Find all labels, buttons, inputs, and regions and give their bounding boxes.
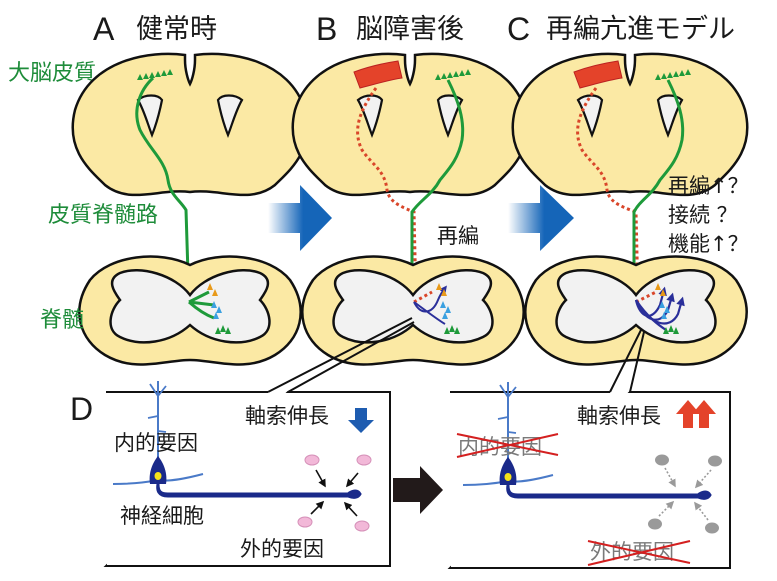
panel-d-left: 軸索伸長 内的要因 神経細胞 外的要因 bbox=[103, 379, 391, 567]
panel-b-letter: B bbox=[316, 11, 337, 47]
damaged-tract-c bbox=[576, 87, 640, 299]
spinal-cord-section-b bbox=[301, 255, 525, 366]
callout-left bbox=[267, 317, 415, 393]
corticospinal-tract-a bbox=[135, 76, 191, 307]
panel-c: C 再編亢進モデル 再編↑？ 接続 ？ 機能↑？ bbox=[507, 11, 749, 366]
panel-b-title: 脳障害後 bbox=[356, 14, 464, 45]
panel-a: A 健常時 大脳皮質 皮質脊髄路 脊髄 bbox=[8, 11, 309, 366]
extrinsic-factors-left bbox=[297, 454, 372, 532]
brain-section-a bbox=[71, 52, 309, 197]
intrinsic-factor-label-left: 内的要因 bbox=[114, 431, 198, 455]
strike-intrinsic-icon bbox=[456, 433, 559, 458]
panel-b: B 脳障害後 再編 bbox=[291, 11, 529, 366]
strike-extrinsic-icon bbox=[587, 540, 691, 566]
transition-arrow-d bbox=[393, 466, 443, 514]
spinal-cord-section-c bbox=[524, 255, 748, 366]
extrinsic-factor-label-left: 外的要因 bbox=[240, 537, 324, 561]
damaged-tract-b bbox=[356, 87, 418, 301]
cortex-label: 大脳皮質 bbox=[8, 61, 96, 86]
neuron-label: 神経細胞 bbox=[120, 504, 204, 528]
panel-c-title: 再編亢進モデル bbox=[546, 14, 735, 45]
sprouting-branch-b bbox=[413, 285, 447, 313]
reorganization-label-b: 再編 bbox=[437, 224, 479, 248]
transition-arrow-bc bbox=[508, 185, 574, 251]
lesion-b bbox=[353, 60, 403, 89]
panel-a-letter: A bbox=[93, 11, 115, 47]
brain-section-b bbox=[291, 52, 529, 197]
axon-growth-label-left: 軸索伸長 bbox=[245, 404, 329, 428]
transition-arrow-ab bbox=[268, 185, 332, 251]
panel-d-right: 軸索伸長 内的要因 外的要因 bbox=[447, 380, 731, 569]
axon-growth-label-right: 軸索伸長 bbox=[577, 404, 661, 428]
down-arrow-icon bbox=[348, 408, 374, 433]
extrinsic-factors-right bbox=[648, 454, 722, 534]
tract-label: 皮質脊髄路 bbox=[48, 203, 158, 228]
lesion-c bbox=[573, 60, 623, 89]
damaged-branch-c bbox=[635, 290, 657, 304]
panel-a-title: 健常時 bbox=[136, 14, 217, 45]
callout-right bbox=[609, 329, 645, 393]
surviving-tract-c bbox=[632, 79, 685, 298]
tract-branches-a bbox=[188, 290, 215, 320]
note-c-1: 再編↑？ bbox=[668, 174, 749, 198]
note-c-3: 機能↑？ bbox=[668, 232, 749, 256]
panel-c-letter: C bbox=[507, 11, 530, 47]
panel-d-letter: D bbox=[70, 391, 93, 427]
spinal-cord-section-a bbox=[78, 255, 302, 366]
double-up-arrow-icon bbox=[676, 400, 716, 428]
spinal-cord-label: 脊髄 bbox=[40, 308, 84, 333]
sprouting-branch-b2 bbox=[413, 301, 446, 325]
surviving-tract-b bbox=[410, 79, 465, 300]
note-c-2: 接続 ？ bbox=[668, 203, 738, 227]
